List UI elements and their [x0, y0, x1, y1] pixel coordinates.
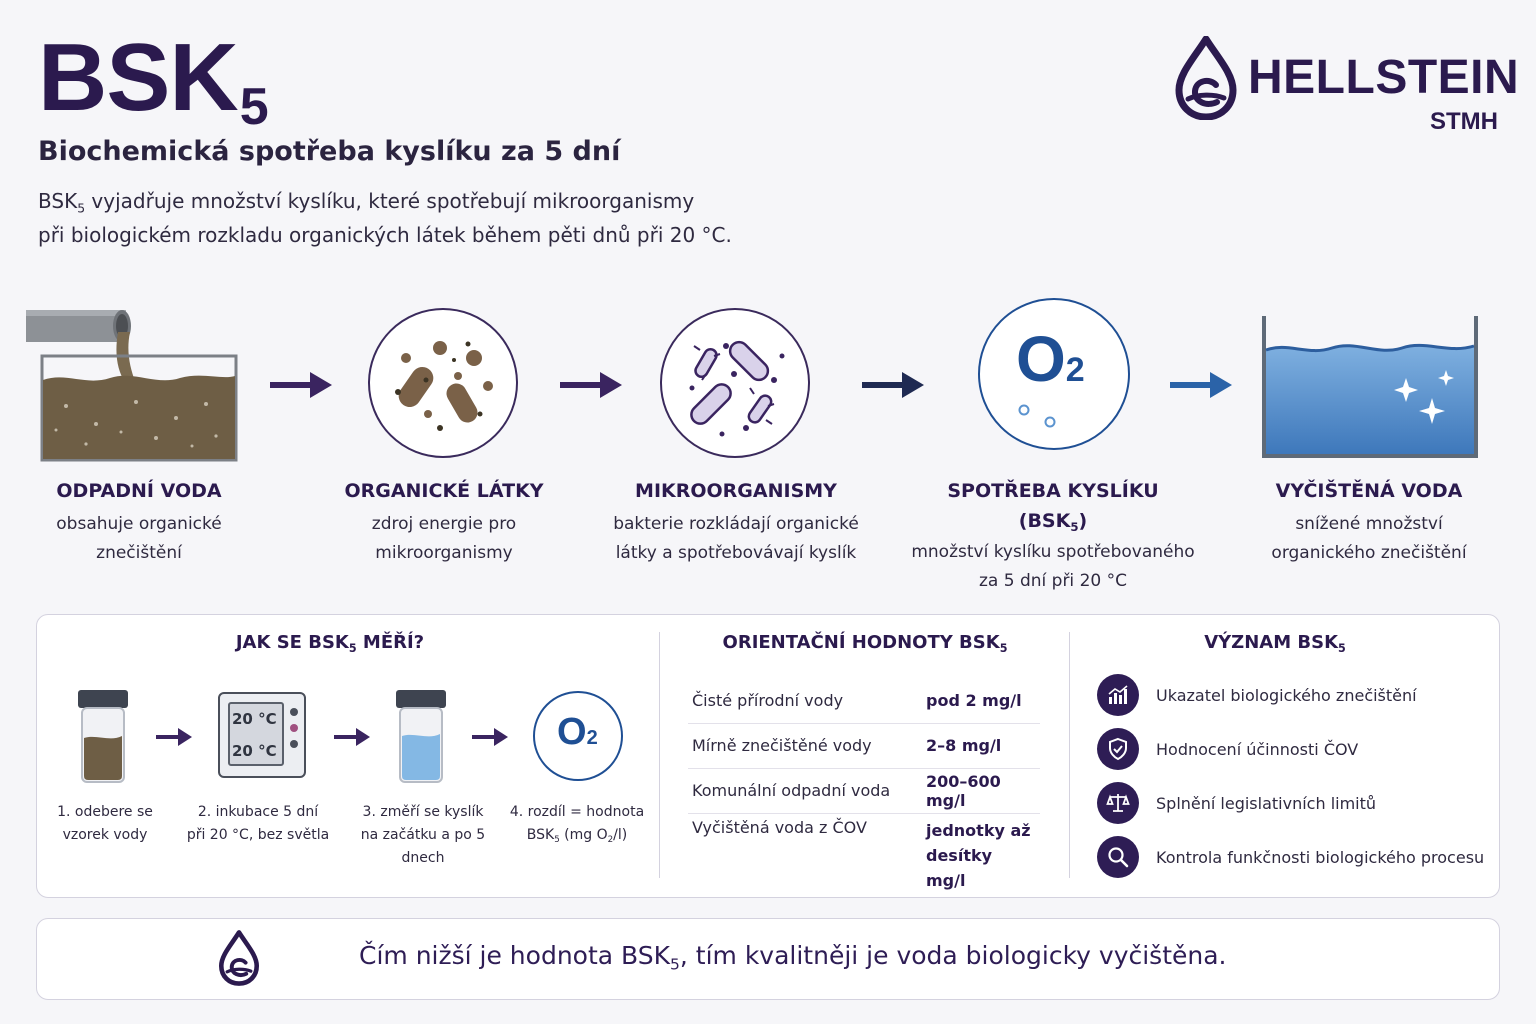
- incubator-icon: 20 °C 20 °C: [218, 692, 306, 778]
- list-item: Hodnocení účinnosti ČOV: [1097, 722, 1487, 776]
- brand-name: HELLSTEIN: [1248, 51, 1520, 104]
- clear-sample-jar-icon: [396, 690, 446, 783]
- oxygen-measure-circle: O2: [533, 691, 623, 781]
- scales-icon: [1097, 782, 1139, 824]
- waste-water-tank-icon: [26, 310, 238, 462]
- footer-panel: [36, 918, 1500, 1000]
- step-title-microorganisms: MIKROORGANISMY: [635, 480, 837, 502]
- organic-particles-icon: [395, 341, 493, 431]
- significance-title: VÝZNAM BSK5: [1204, 632, 1346, 655]
- page-title: BSK5: [38, 24, 269, 136]
- values-title: ORIENTAČNÍ HODNOTY BSK5: [722, 632, 1008, 655]
- o2-symbol-small: O2: [557, 711, 598, 753]
- sample-jar-icon: [78, 690, 128, 783]
- footer-message: Čím nižší je hodnota BSK5, tím kvalitněj…: [359, 941, 1227, 974]
- brand-sub: STMH: [1430, 108, 1498, 135]
- shield-check-icon: [1097, 728, 1139, 770]
- bubbles-icon: [1018, 404, 1056, 428]
- incubator-temp-top: 20 °C: [232, 710, 277, 728]
- arrow-right-icon: [334, 728, 370, 746]
- drop-logo-icon: [1175, 36, 1237, 120]
- o2-symbol: O2: [1016, 323, 1085, 395]
- step-title-waste-water: ODPADNÍ VODA: [56, 480, 222, 502]
- bar-chart-icon: [1097, 674, 1139, 716]
- page-subtitle: Biochemická spotřeba kyslíku za 5 dní: [38, 136, 621, 167]
- magnifier-icon: [1097, 836, 1139, 878]
- list-item: Kontrola funkčnosti biologického procesu: [1097, 830, 1487, 884]
- clean-water-tank-icon: [1262, 316, 1478, 458]
- list-item: Ukazatel biologického znečištění: [1097, 668, 1487, 722]
- step-title-clean-water: VYČIŠTĚNÁ VODA: [1275, 480, 1463, 502]
- list-item: Splnění legislativních limitů: [1097, 776, 1487, 830]
- organic-matter-circle: [368, 308, 518, 458]
- oxygen-circle: O2: [978, 298, 1130, 450]
- divider: [1069, 632, 1070, 878]
- arrow-right-icon: [472, 728, 508, 746]
- incubator-temp-bottom: 20 °C: [232, 742, 277, 760]
- arrow-right-icon: [1170, 372, 1232, 398]
- step-title-oxygen: SPOTŘEBA KYSLÍKU (BSK5): [947, 480, 1159, 535]
- arrow-right-icon: [156, 728, 192, 746]
- divider: [659, 632, 660, 878]
- measure-title: JAK SE BSK5 MĚŘÍ?: [235, 632, 425, 655]
- microorganisms-circle: [660, 308, 810, 458]
- arrow-right-icon: [270, 372, 332, 398]
- significance-list: Ukazatel biologického znečištění Hodnoce…: [1097, 668, 1487, 884]
- drop-logo-icon: [218, 930, 260, 986]
- step-title-organic: ORGANICKÉ LÁTKY: [344, 480, 544, 502]
- arrow-right-icon: [862, 372, 924, 398]
- intro-description: BSK5 vyjadřuje množství kyslíku, které s…: [38, 189, 732, 247]
- bacteria-icon: [689, 340, 785, 437]
- arrow-right-icon: [560, 372, 622, 398]
